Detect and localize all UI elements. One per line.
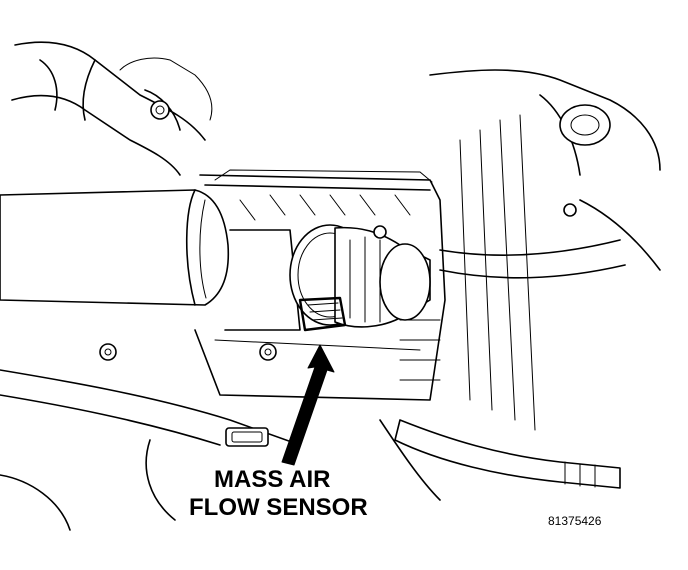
maf-sensor-tube (289, 224, 431, 332)
lower-panel (0, 369, 441, 531)
intake-tube-left (0, 189, 230, 306)
callout-label-line1: MASS AIR (214, 466, 331, 493)
callout-arrow (281, 344, 335, 466)
right-side-structure (429, 69, 661, 431)
lower-hose (394, 419, 621, 489)
callout-label-line2: FLOW SENSOR (189, 494, 368, 521)
air-cleaner-housing (99, 169, 446, 401)
figure-number: 81375426 (548, 514, 602, 528)
upper-left-duct (11, 41, 213, 176)
